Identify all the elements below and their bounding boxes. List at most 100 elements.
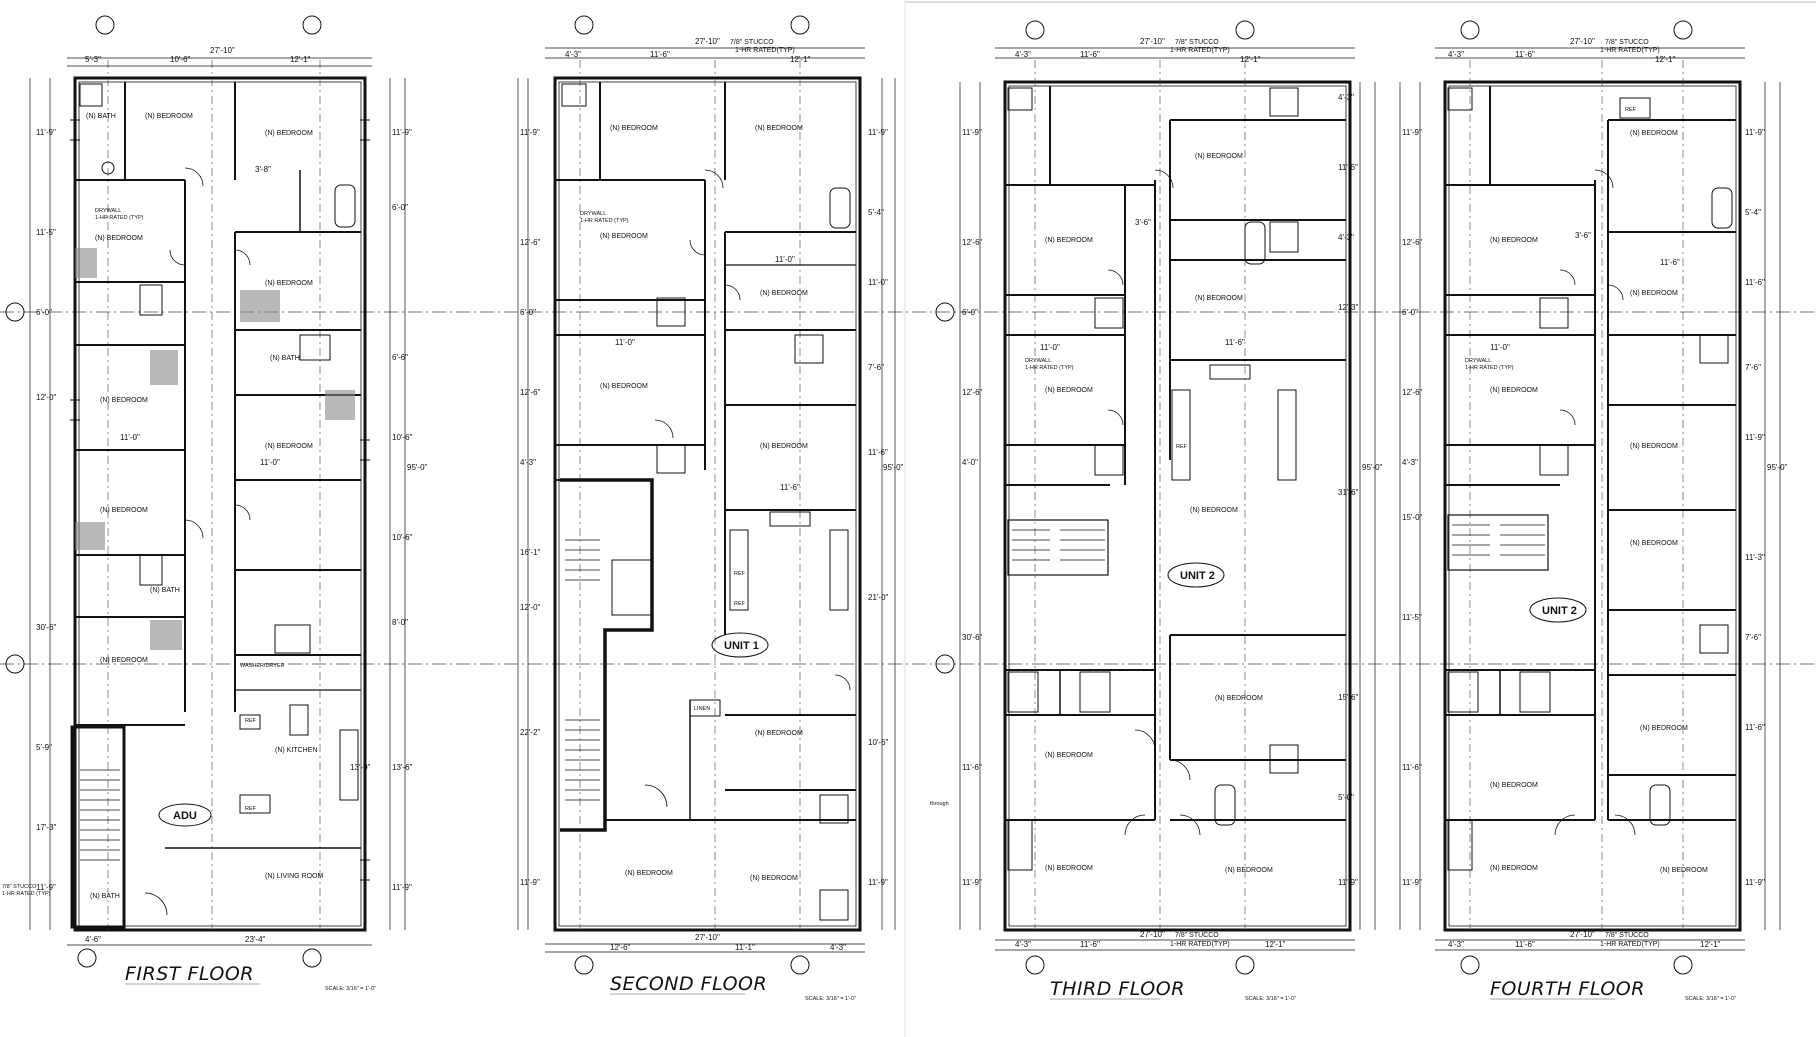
top-dimension: 4'-3" bbox=[565, 50, 581, 59]
room-label: (N) BEDROOM bbox=[1630, 540, 1678, 547]
wall-note: 1-HR RATED (TYP) bbox=[2, 891, 51, 897]
room-label: (N) BEDROOM bbox=[760, 290, 808, 297]
right-dimension: 11'-9" bbox=[392, 128, 412, 137]
top-dimension: 10'-6" bbox=[170, 55, 191, 64]
room-label: (N) BEDROOM bbox=[1045, 752, 1093, 759]
appliance-label: REF bbox=[245, 718, 257, 724]
top-dimension: 12'-1" bbox=[1240, 55, 1261, 64]
shower bbox=[819, 794, 849, 824]
kitchen-counter bbox=[1209, 364, 1251, 380]
wall-note: 1-HR RATED (TYP) bbox=[1465, 365, 1514, 371]
stucco-note: 7/8" STUCCO bbox=[1605, 39, 1649, 46]
unit-label: UNIT 2 bbox=[1542, 605, 1577, 617]
right-dimension: 11'-9" bbox=[392, 883, 412, 892]
left-dimension: 11'-5" bbox=[36, 228, 56, 237]
top-dimension: 11'-6" bbox=[1080, 50, 1100, 59]
grid-bubble bbox=[1460, 20, 1480, 40]
interior-wall-line bbox=[78, 81, 362, 927]
interior-dimension: 3'-6" bbox=[1575, 231, 1591, 240]
interior-dimension: 11'-0" bbox=[260, 458, 280, 467]
tub bbox=[334, 184, 356, 228]
grid-bubble bbox=[1673, 955, 1693, 975]
grid-bubble bbox=[1460, 955, 1480, 975]
left-dimension: 4'-3" bbox=[1402, 458, 1418, 467]
appliance-label: REF bbox=[1176, 444, 1188, 450]
grid-bubble bbox=[302, 948, 322, 968]
bath-fixture bbox=[1447, 819, 1473, 871]
right-dimension: 10'-6" bbox=[392, 533, 413, 542]
hatched-wall bbox=[150, 350, 178, 385]
kitchen-counter bbox=[339, 729, 359, 801]
grid-bubble bbox=[935, 302, 955, 322]
left-dimension: 12'-6" bbox=[962, 388, 983, 397]
right-dimension: 11'-6" bbox=[868, 448, 888, 457]
unit-cloud bbox=[711, 632, 769, 658]
bath-fixture bbox=[561, 83, 587, 107]
bath-fixture bbox=[139, 284, 163, 316]
left-dimension: 30'-6" bbox=[962, 633, 983, 642]
room-label: (N) BEDROOM bbox=[1045, 387, 1093, 394]
right-dimension-overall: 95'-0" bbox=[883, 463, 904, 472]
interior-dimension: 3'-8" bbox=[255, 165, 271, 174]
door-swing bbox=[234, 504, 251, 521]
stair-treads bbox=[565, 539, 600, 801]
room-label: (N) BEDROOM bbox=[1190, 507, 1238, 514]
stair bbox=[1007, 519, 1109, 576]
hatched-wall bbox=[75, 248, 97, 278]
stucco-note: 7/8" STUCCO bbox=[1175, 932, 1219, 939]
ref-box bbox=[1619, 97, 1651, 119]
right-dimension: 11'-9" bbox=[1745, 433, 1765, 442]
laundry bbox=[1079, 671, 1111, 713]
appliance-label: WASHER/DRYER bbox=[240, 663, 285, 669]
bottom-dimension: 4'-3" bbox=[1448, 940, 1464, 949]
floor-title: FIRST FLOOR bbox=[125, 963, 254, 985]
left-dimension: 15'-0" bbox=[1402, 513, 1423, 522]
stucco-note: 7/8" STUCCO bbox=[1175, 39, 1219, 46]
closet bbox=[611, 559, 653, 616]
shower bbox=[1094, 444, 1124, 476]
hatched-wall bbox=[325, 390, 355, 420]
left-dimension: 30'-6" bbox=[36, 623, 57, 632]
top-dimension: 12'-1" bbox=[290, 55, 311, 64]
room-label: (N) BEDROOM bbox=[1195, 153, 1243, 160]
margin-note: through bbox=[930, 801, 949, 807]
top-dimension-overall: 27'-10" bbox=[210, 46, 235, 55]
grid-bubble bbox=[1235, 20, 1255, 40]
stair bbox=[560, 478, 654, 832]
interior-wall-line bbox=[1008, 85, 1347, 927]
room-label: (N) BATH bbox=[150, 587, 180, 594]
wall-note: 1-HR RATED (TYP) bbox=[95, 215, 144, 221]
right-dimension: 12'-3" bbox=[1338, 303, 1359, 312]
room-label: (N) BEDROOM bbox=[755, 125, 803, 132]
bottom-dimension: 4'-3" bbox=[1015, 940, 1031, 949]
bottom-dimension: 12'-1" bbox=[1265, 940, 1286, 949]
top-dimension: 4'-3" bbox=[1015, 50, 1031, 59]
wall-note: DRYWALL bbox=[1465, 358, 1491, 364]
interior-dimension: 11'-0" bbox=[1040, 343, 1060, 352]
hatched-wall bbox=[240, 290, 280, 322]
shower bbox=[794, 334, 824, 364]
top-dimension-overall: 27'-10" bbox=[1570, 37, 1595, 46]
room-label: (N) BEDROOM bbox=[750, 875, 798, 882]
floor-plan-third: 27'-10" 7/8" STUCCO 1-HR RATED(TYP) 4'-3… bbox=[930, 20, 1383, 1002]
left-dimension: 11'-5" bbox=[1402, 613, 1422, 622]
right-dimension: 13'-6" bbox=[392, 763, 413, 772]
left-dimension: 11'-9" bbox=[520, 878, 540, 887]
bottom-dimension: 11'-6" bbox=[1080, 940, 1100, 949]
tub bbox=[1649, 784, 1671, 826]
left-dimension: 11'-9" bbox=[1402, 878, 1422, 887]
rated-note: 1-HR RATED(TYP) bbox=[1600, 941, 1660, 948]
room-label: (N) BEDROOM bbox=[95, 235, 143, 242]
grid-bubble bbox=[574, 955, 594, 975]
door-swing bbox=[1554, 814, 1576, 836]
kitchen-counter bbox=[769, 511, 811, 527]
right-dimension: 11'-6" bbox=[1338, 163, 1358, 172]
rated-note: 1-HR RATED(TYP) bbox=[1170, 941, 1230, 948]
left-dimension: 4'-3" bbox=[520, 458, 536, 467]
floor-plan-fourth: 27'-10" 7/8" STUCCO 1-HR RATED(TYP) 4'-3… bbox=[1399, 20, 1788, 1002]
right-dimension: 11'-3" bbox=[1745, 553, 1765, 562]
door-swing bbox=[184, 167, 204, 187]
kitchen-counter bbox=[239, 714, 261, 730]
room-label: (N) BEDROOM bbox=[755, 730, 803, 737]
grid-bubble bbox=[5, 654, 25, 674]
